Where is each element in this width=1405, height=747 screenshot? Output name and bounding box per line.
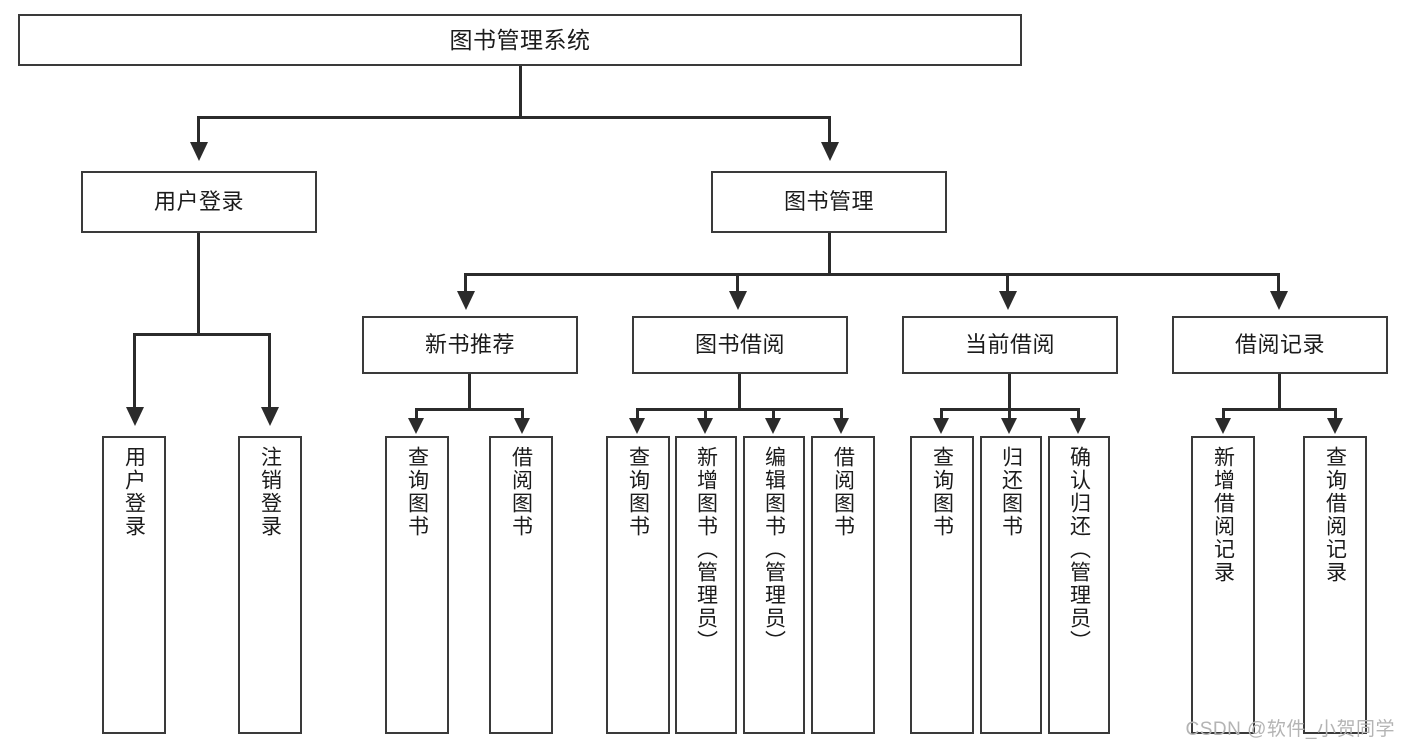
edge-root-bus	[197, 116, 831, 119]
arrow-book-borrow-to-leaf-0	[629, 418, 645, 434]
edge-new-book-to-leaf-0	[415, 408, 418, 420]
node-label: 新增图书（管理员）	[694, 446, 718, 653]
leaf-new-book-recommend-0[interactable]: 查询图书	[385, 436, 449, 734]
edge-book-mgmt-to-child-2	[1006, 273, 1009, 293]
node-label: 图书管理	[783, 189, 874, 215]
edge-user-login-stem	[197, 233, 200, 335]
node-current-borrow[interactable]: 当前借阅	[902, 316, 1118, 374]
leaf-new-book-recommend-1[interactable]: 借阅图书	[489, 436, 553, 734]
node-user-login[interactable]: 用户登录	[81, 171, 317, 233]
edge-current-borrow-to-leaf-2	[1077, 408, 1080, 420]
edge-book-mgmt-stem	[828, 233, 831, 275]
arrow-borrow-record-to-leaf-0	[1215, 418, 1231, 434]
leaf-borrow-record-1[interactable]: 查询借阅记录	[1303, 436, 1367, 734]
leaf-book-borrow-3[interactable]: 借阅图书	[811, 436, 875, 734]
node-label: 查询借阅记录	[1323, 446, 1347, 584]
edge-borrow-record-stem	[1278, 374, 1281, 410]
node-label: 归还图书	[999, 446, 1023, 538]
edge-book-borrow-to-leaf-2	[772, 408, 775, 420]
arrow-root-to-book-mgmt	[821, 142, 839, 161]
leaf-book-borrow-2[interactable]: 编辑图书（管理员）	[743, 436, 805, 734]
edge-book-mgmt-to-child-0	[464, 273, 467, 293]
arrow-new-book-to-leaf-1	[514, 418, 530, 434]
edge-book-mgmt-to-child-3	[1277, 273, 1280, 293]
edge-new-book-bus	[415, 408, 524, 411]
node-label: 用户登录	[153, 189, 244, 215]
leaf-book-borrow-1[interactable]: 新增图书（管理员）	[675, 436, 737, 734]
edge-book-mgmt-to-child-1	[736, 273, 739, 293]
node-label: 借阅图书	[509, 446, 533, 538]
arrow-book-mgmt-to-child-2	[999, 291, 1017, 310]
edge-current-borrow-to-leaf-0	[940, 408, 943, 420]
node-label: 查询图书	[626, 446, 650, 538]
edge-book-mgmt-bus	[464, 273, 1280, 276]
node-label: 新增借阅记录	[1211, 446, 1235, 584]
arrow-book-borrow-to-leaf-1	[697, 418, 713, 434]
edge-book-borrow-stem	[738, 374, 741, 410]
leaf-user-login-1[interactable]: 注销登录	[238, 436, 302, 734]
leaf-book-borrow-0[interactable]: 查询图书	[606, 436, 670, 734]
arrow-borrow-record-to-leaf-1	[1327, 418, 1343, 434]
node-label: 编辑图书（管理员）	[762, 446, 786, 653]
arrow-book-mgmt-to-child-3	[1270, 291, 1288, 310]
node-label: 查询图书	[405, 446, 429, 538]
node-label: 借阅记录	[1234, 332, 1325, 358]
node-label: 当前借阅	[964, 332, 1055, 358]
edge-user-login-to-leaf-1	[268, 333, 271, 409]
node-label: 注销登录	[258, 446, 282, 538]
node-label: 用户登录	[122, 446, 146, 538]
edge-borrow-record-bus	[1222, 408, 1337, 411]
edge-root-stem	[519, 66, 522, 118]
node-label: 查询图书	[930, 446, 954, 538]
arrow-current-borrow-to-leaf-0	[933, 418, 949, 434]
edge-book-borrow-to-leaf-1	[704, 408, 707, 420]
leaf-current-borrow-1[interactable]: 归还图书	[980, 436, 1042, 734]
arrow-user-login-to-leaf-0	[126, 407, 144, 426]
edge-root-to-book-mgmt	[828, 116, 831, 144]
node-borrow-record[interactable]: 借阅记录	[1172, 316, 1388, 374]
arrow-book-borrow-to-leaf-2	[765, 418, 781, 434]
node-label: 新书推荐	[424, 332, 515, 358]
arrow-book-borrow-to-leaf-3	[833, 418, 849, 434]
edge-new-book-to-leaf-1	[521, 408, 524, 420]
leaf-current-borrow-0[interactable]: 查询图书	[910, 436, 974, 734]
node-label: 图书管理系统	[449, 26, 591, 53]
edge-borrow-record-to-leaf-1	[1334, 408, 1337, 420]
arrow-current-borrow-to-leaf-2	[1070, 418, 1086, 434]
arrow-book-mgmt-to-child-1	[729, 291, 747, 310]
edge-borrow-record-to-leaf-0	[1222, 408, 1225, 420]
node-root-system[interactable]: 图书管理系统	[18, 14, 1022, 66]
edge-book-borrow-bus	[636, 408, 843, 411]
node-label: 确认归还（管理员）	[1067, 446, 1091, 653]
leaf-borrow-record-0[interactable]: 新增借阅记录	[1191, 436, 1255, 734]
node-label: 图书借阅	[694, 332, 785, 358]
arrow-current-borrow-to-leaf-1	[1001, 418, 1017, 434]
edge-current-borrow-to-leaf-1	[1008, 408, 1011, 420]
node-book-management[interactable]: 图书管理	[711, 171, 947, 233]
edge-book-borrow-to-leaf-3	[840, 408, 843, 420]
arrow-book-mgmt-to-child-0	[457, 291, 475, 310]
edge-book-borrow-to-leaf-0	[636, 408, 639, 420]
arrow-new-book-to-leaf-0	[408, 418, 424, 434]
edge-new-book-stem	[468, 374, 471, 410]
edge-current-borrow-stem	[1008, 374, 1011, 410]
node-book-borrow[interactable]: 图书借阅	[632, 316, 848, 374]
arrow-user-login-to-leaf-1	[261, 407, 279, 426]
arrow-root-to-user-login	[190, 142, 208, 161]
leaf-user-login-0[interactable]: 用户登录	[102, 436, 166, 734]
node-new-book-recommend[interactable]: 新书推荐	[362, 316, 578, 374]
node-label: 借阅图书	[831, 446, 855, 538]
edge-root-to-user-login	[197, 116, 200, 144]
edge-user-login-to-leaf-0	[133, 333, 136, 409]
leaf-current-borrow-2[interactable]: 确认归还（管理员）	[1048, 436, 1110, 734]
edge-user-login-bus	[133, 333, 271, 336]
